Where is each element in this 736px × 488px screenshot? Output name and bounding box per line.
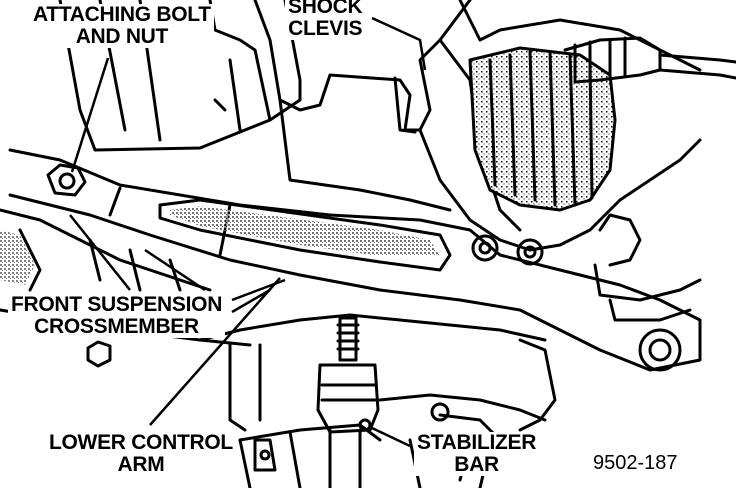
label-front-crossmember: FRONT SUSPENSION CROSSMEMBER xyxy=(8,293,226,338)
steering-knuckle xyxy=(418,128,702,252)
upper-frame-panel xyxy=(58,0,302,152)
label-front-crossmember-line2: CROSSMEMBER xyxy=(34,315,199,338)
label-attaching-bolt-line1: ATTACHING BOLT xyxy=(33,3,211,26)
control-arm-outline xyxy=(8,148,702,372)
attaching-bolt-shape xyxy=(46,163,87,197)
label-lower-control-arm: LOWER CONTROL ARM xyxy=(46,432,236,476)
shock-clevis-bracket xyxy=(253,0,472,132)
control-arm-slot xyxy=(158,198,452,272)
ball-joint-stud xyxy=(598,213,642,267)
crossmember-nut xyxy=(86,340,112,368)
axle-shaft xyxy=(563,36,662,84)
label-front-crossmember-line1: FRONT SUSPENSION xyxy=(11,293,223,316)
stabilizer-link-stud xyxy=(338,316,358,362)
leader-arm-2 xyxy=(231,288,271,314)
leader-crossmember-2 xyxy=(144,248,206,292)
rear-bushing xyxy=(638,328,682,372)
leader-clevis xyxy=(371,16,427,71)
label-shock-clevis-line2: CLEVIS xyxy=(288,17,363,40)
bushing-right xyxy=(516,238,544,266)
label-stabilizer-bar-line2: BAR xyxy=(454,453,499,476)
label-shock-clevis-line1: SHOCK xyxy=(288,0,363,18)
label-stabilizer-bar-line1: STABILIZER xyxy=(417,431,537,454)
label-attaching-bolt: ATTACHING BOLT AND NUT xyxy=(30,4,214,48)
bushing-left xyxy=(471,234,499,262)
label-attaching-bolt-line2: AND NUT xyxy=(75,25,169,48)
label-shock-clevis: SHOCK CLEVIS xyxy=(285,0,366,40)
stabilizer-link-body xyxy=(316,363,380,434)
label-stabilizer-bar: STABILIZER BAR xyxy=(414,431,540,476)
leader-bolt xyxy=(70,57,110,173)
leader-crossmember-1 xyxy=(69,214,131,291)
figure-code: 9502-187 xyxy=(590,452,681,474)
leader-stabilizer xyxy=(371,426,411,448)
control-arm-shading xyxy=(170,206,440,256)
stabilizer-bushing xyxy=(430,402,450,422)
label-lower-control-arm-line1: LOWER CONTROL xyxy=(49,431,233,454)
label-lower-control-arm-line2: ARM xyxy=(117,453,165,476)
leader-arm-3 xyxy=(149,277,281,426)
